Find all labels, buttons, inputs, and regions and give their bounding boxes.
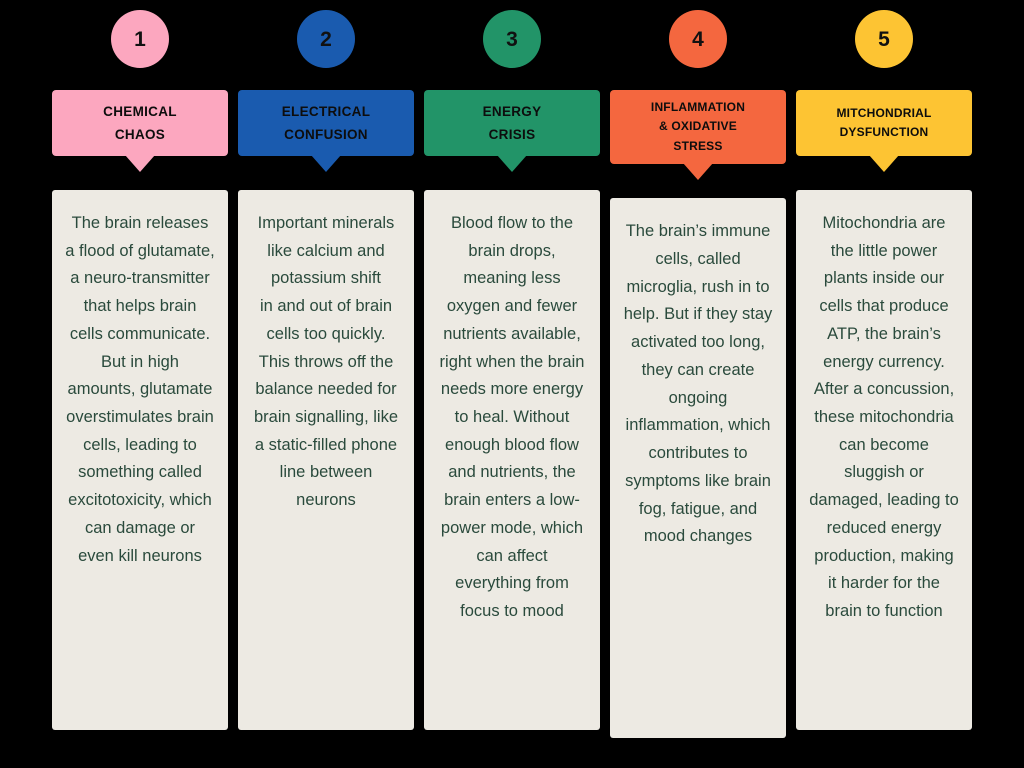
step-number-badge-2: 2	[297, 10, 355, 68]
step-body-3: Blood flow to the brain drops, meaning l…	[424, 190, 600, 730]
step-title-1: CHEMICAL CHAOS	[52, 90, 228, 156]
step-title-2: ELECTRICAL CONFUSION	[238, 90, 414, 156]
step-number-badge-5: 5	[855, 10, 913, 68]
step-notch-1	[125, 155, 155, 172]
step-body-2: Important minerals like calcium and pota…	[238, 190, 414, 730]
step-notch-4	[683, 163, 713, 181]
step-header-wrap-4: INFLAMMATION & OXIDATIVE STRESS	[610, 90, 786, 181]
step-body-4: The brain’s immune cells, called microgl…	[610, 198, 786, 739]
step-body-1: The brain releases a flood of glutamate,…	[52, 190, 228, 730]
step-title-4: INFLAMMATION & OXIDATIVE STRESS	[610, 90, 786, 165]
step-number-badge-3: 3	[483, 10, 541, 68]
step-header-wrap-5: MITCHONDRIAL DYSFUNCTION	[796, 90, 972, 172]
step-column-5: 5 MITCHONDRIAL DYSFUNCTION Mitochondria …	[796, 8, 972, 730]
step-column-1: 1 CHEMICAL CHAOS The brain releases a fl…	[52, 8, 228, 730]
step-column-3: 3 ENERGY CRISIS Blood flow to the brain …	[424, 8, 600, 730]
step-notch-3	[497, 155, 527, 172]
step-body-5: Mitochondria are the little power plants…	[796, 190, 972, 730]
step-header-wrap-1: CHEMICAL CHAOS	[52, 90, 228, 172]
step-column-2: 2 ELECTRICAL CONFUSION Important mineral…	[238, 8, 414, 730]
step-notch-2	[311, 155, 341, 172]
step-title-5: MITCHONDRIAL DYSFUNCTION	[796, 90, 972, 156]
step-header-wrap-2: ELECTRICAL CONFUSION	[238, 90, 414, 172]
step-notch-5	[869, 155, 899, 172]
step-number-badge-1: 1	[111, 10, 169, 68]
step-header-wrap-3: ENERGY CRISIS	[424, 90, 600, 172]
step-number-badge-4: 4	[669, 10, 727, 68]
step-column-4: 4 INFLAMMATION & OXIDATIVE STRESS The br…	[610, 8, 786, 739]
step-title-3: ENERGY CRISIS	[424, 90, 600, 156]
